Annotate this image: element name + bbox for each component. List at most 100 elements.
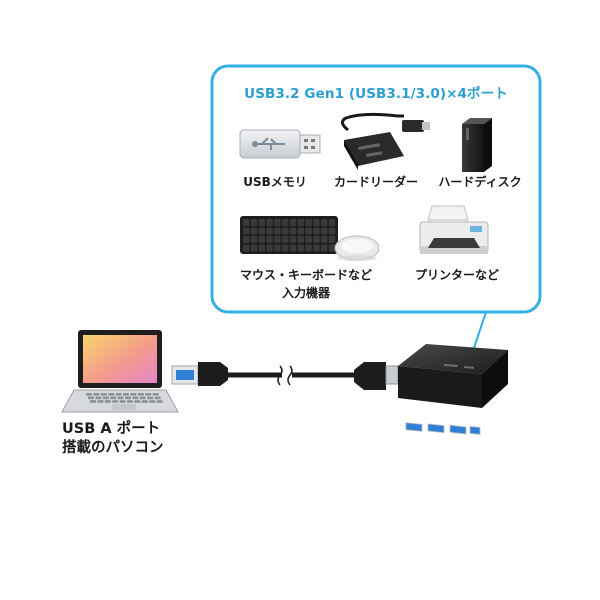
keyboard-key	[289, 236, 297, 243]
laptop-key	[100, 393, 107, 396]
keyboard-key	[258, 219, 265, 226]
keyboard-key	[258, 227, 265, 235]
keyboard-mouse-icon	[240, 216, 380, 261]
laptop-key	[115, 393, 122, 396]
device-label-card-reader: カードリーダー	[333, 175, 418, 189]
keyboard-key	[266, 244, 273, 252]
keyboard-key	[289, 227, 297, 235]
laptop-key	[110, 396, 117, 400]
keyboard-key	[282, 244, 289, 252]
keyboard-key	[328, 227, 336, 235]
laptop-key	[86, 393, 92, 396]
laptop-key	[112, 400, 119, 403]
keyboard-key	[297, 227, 304, 235]
keyboard-key	[243, 244, 250, 252]
device-label-hard-disk: ハードディスク	[438, 175, 522, 189]
laptop-key	[119, 400, 126, 403]
printer-icon	[419, 205, 489, 254]
keyboard-key	[243, 219, 250, 226]
hub-pointer-line	[473, 311, 487, 349]
laptop-key	[139, 396, 146, 400]
laptop-key	[90, 400, 96, 403]
laptop-key	[102, 396, 109, 400]
keyboard-key	[305, 227, 312, 235]
keyboard-key	[328, 244, 336, 252]
keyboard-key	[297, 236, 304, 243]
laptop-key	[95, 396, 102, 400]
usb-cable-icon	[228, 365, 354, 386]
device-label-usb-memory: USBメモリ	[243, 175, 307, 189]
keyboard-key	[243, 227, 250, 235]
hub-box-title: USB3.2 Gen1 (USB3.1/3.0)×4ポート	[244, 86, 508, 102]
usb-a-plug-icon	[171, 362, 228, 386]
keyboard-key	[321, 227, 328, 235]
keyboard-key	[289, 244, 297, 252]
keyboard-key	[282, 219, 289, 226]
keyboard-key	[313, 236, 320, 243]
keyboard-key	[250, 244, 258, 252]
laptop-key	[104, 400, 111, 403]
keyboard-key	[328, 236, 336, 243]
device-label-input-devices-line2: 入力機器	[281, 286, 330, 300]
keyboard-key	[243, 236, 250, 243]
keyboard-key	[282, 227, 289, 235]
hub-port-2	[427, 423, 445, 434]
keyboard-key	[313, 227, 320, 235]
keyboard-key	[266, 219, 273, 226]
laptop-key	[123, 393, 129, 396]
laptop-key	[127, 400, 133, 403]
laptop-key	[108, 393, 115, 396]
keyboard-key	[274, 219, 281, 226]
keyboard-key	[321, 236, 328, 243]
laptop-key	[137, 393, 144, 396]
laptop-key	[154, 396, 161, 400]
laptop-key	[141, 400, 148, 403]
keyboard-key	[321, 219, 328, 226]
keyboard-key	[305, 219, 312, 226]
laptop-key	[152, 393, 159, 396]
keyboard-key	[313, 244, 320, 252]
card-reader-icon	[341, 112, 430, 170]
laptop-key	[97, 400, 104, 403]
keyboard-key	[321, 244, 328, 252]
device-label-input-devices: マウス・キーボードなど	[239, 268, 372, 282]
laptop-key	[117, 396, 124, 400]
laptop-key	[93, 393, 100, 396]
usb-flash-drive-icon	[239, 129, 321, 159]
keyboard-key	[274, 227, 281, 235]
device-label-printer: プリンターなど	[414, 268, 499, 282]
keyboard-key	[305, 236, 312, 243]
keyboard-key	[250, 219, 258, 226]
hub-port-1	[405, 422, 423, 432]
laptop-icon	[61, 330, 179, 413]
laptop-key	[147, 396, 154, 400]
usb-micro-b-plug-icon	[354, 362, 399, 390]
keyboard-key	[274, 244, 281, 252]
keyboard-key	[282, 236, 289, 243]
hub-port-4	[469, 425, 481, 435]
keyboard-key	[297, 244, 304, 252]
laptop-key	[149, 400, 156, 403]
host-label-line1: USB A ポート	[62, 421, 161, 437]
laptop-key	[132, 396, 139, 400]
laptop-key	[134, 400, 141, 403]
usb-hub-icon	[398, 344, 508, 435]
keyboard-key	[289, 219, 297, 226]
laptop-key	[145, 393, 152, 396]
keyboard-key	[274, 236, 281, 243]
keyboard-key	[328, 219, 336, 226]
laptop-key	[88, 396, 94, 400]
keyboard-key	[250, 227, 258, 235]
keyboard-key	[297, 219, 304, 226]
keyboard-key	[258, 244, 265, 252]
keyboard-key	[266, 227, 273, 235]
laptop-key	[125, 396, 131, 400]
keyboard-key	[305, 244, 312, 252]
keyboard-key	[266, 236, 273, 243]
keyboard-key	[250, 236, 258, 243]
hard-disk-icon	[462, 118, 492, 172]
keyboard-key	[258, 236, 265, 243]
host-label-line2: 搭載のパソコン	[62, 440, 164, 456]
keyboard-key	[313, 219, 320, 226]
